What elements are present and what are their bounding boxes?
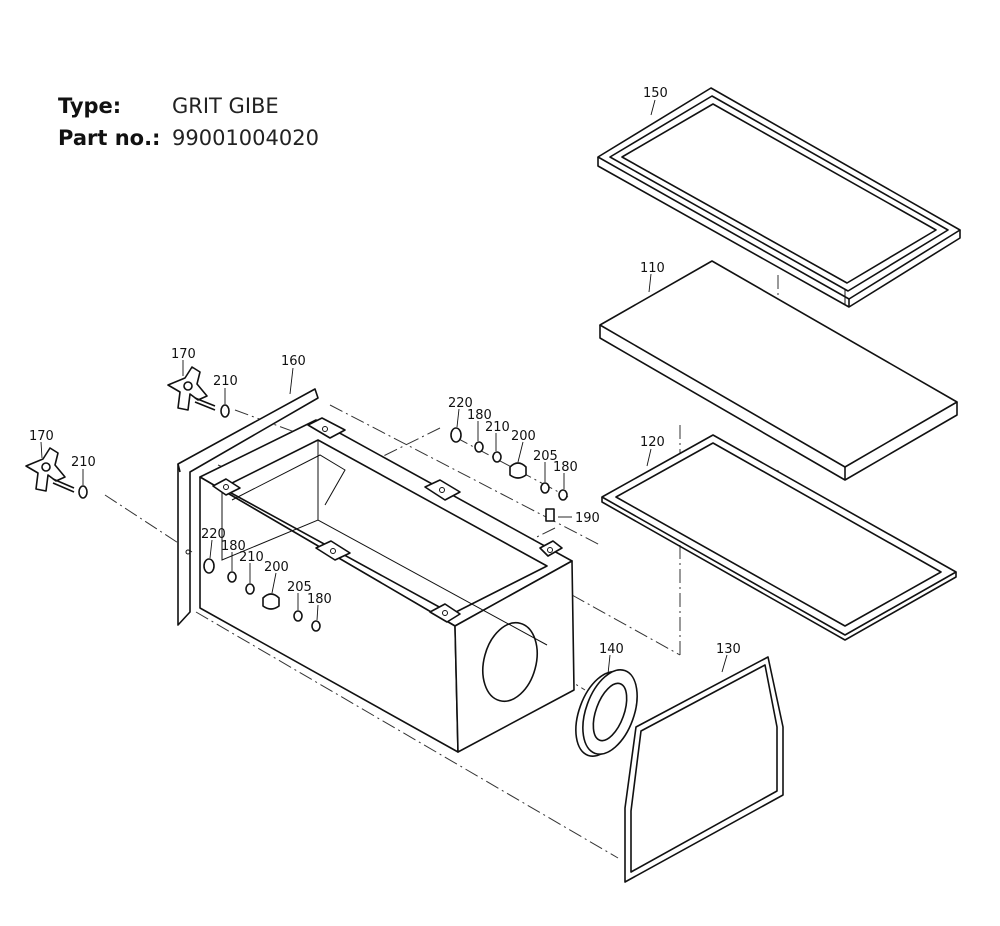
callout-200-left: 200 bbox=[264, 560, 289, 575]
part-130-seal bbox=[624, 656, 784, 883]
callout-110: 110 bbox=[640, 261, 665, 276]
callout-210-left: 210 bbox=[239, 550, 264, 565]
part-120-gasket bbox=[601, 434, 957, 641]
part-150-lid-frame bbox=[597, 87, 961, 308]
callout-210-upper: 210 bbox=[213, 374, 238, 389]
callout-labels: 150 110 120 130 140 160 170 170 210 210 … bbox=[29, 86, 741, 657]
callout-205-left: 205 bbox=[287, 580, 312, 595]
callout-130: 130 bbox=[716, 642, 741, 657]
callout-180-right-b: 180 bbox=[553, 460, 578, 475]
part-number-label: Part no.: bbox=[58, 126, 161, 150]
part-110-filter-plate bbox=[599, 260, 958, 481]
callout-205-right: 205 bbox=[533, 449, 558, 464]
callout-140: 140 bbox=[599, 642, 624, 657]
callout-210-right: 210 bbox=[485, 420, 510, 435]
part-number-value: 99001004020 bbox=[172, 126, 319, 150]
part-170-knob-upper bbox=[167, 366, 216, 411]
callout-180-left-b: 180 bbox=[307, 592, 332, 607]
callout-190: 190 bbox=[575, 511, 600, 526]
callout-160: 160 bbox=[281, 354, 306, 369]
callout-200-right: 200 bbox=[511, 429, 536, 444]
part-number-row: Part no.: 99001004020 bbox=[58, 122, 319, 154]
callout-170-lower: 170 bbox=[29, 429, 54, 444]
callout-170-upper: 170 bbox=[171, 347, 196, 362]
callout-220-right: 220 bbox=[448, 396, 473, 411]
drawing-header: Type: GRIT GIBE Part no.: 99001004020 bbox=[58, 90, 319, 154]
part-170-knob-lower bbox=[25, 447, 75, 493]
callout-210-lower: 210 bbox=[71, 455, 96, 470]
type-value: GRIT GIBE bbox=[172, 94, 279, 118]
callout-150: 150 bbox=[643, 86, 668, 101]
type-label: Type: bbox=[58, 94, 122, 118]
hardware-washers-nuts bbox=[78, 404, 568, 632]
callout-120: 120 bbox=[640, 435, 665, 450]
callout-leaders bbox=[40, 99, 728, 675]
callout-180-left-a: 180 bbox=[221, 539, 246, 554]
callout-220-left: 220 bbox=[201, 527, 226, 542]
callout-180-right-a: 180 bbox=[467, 408, 492, 423]
part-140-flange bbox=[575, 669, 638, 757]
part-160-housing bbox=[177, 388, 575, 753]
type-row: Type: GRIT GIBE bbox=[58, 90, 319, 122]
